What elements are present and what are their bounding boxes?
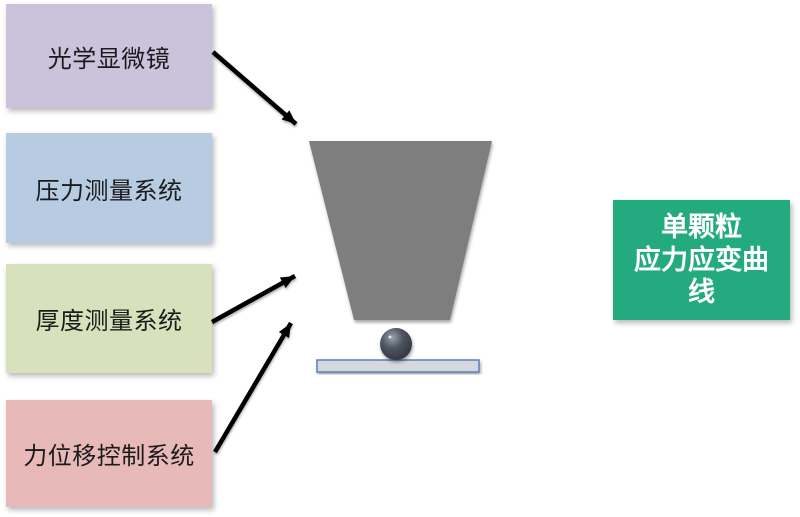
input-box-label: 光学显微镜 xyxy=(47,45,171,73)
input-box-thickness-measurement: 厚度测量系统 xyxy=(6,264,212,373)
arrow-optical-to-indenter xyxy=(211,50,298,126)
indenter-trapezoid xyxy=(309,141,492,320)
output-box-label-line: 应力应变曲 xyxy=(634,244,769,275)
arrow-force-displacement-to-indenter xyxy=(213,321,293,454)
output-box-label-line: 单颗粒 xyxy=(661,211,742,242)
input-box-label: 厚度测量系统 xyxy=(35,308,183,335)
output-box-label-line: 线 xyxy=(688,277,715,308)
input-box-label: 压力测量系统 xyxy=(35,177,183,205)
particle-highlight xyxy=(388,335,392,339)
arrow-thickness-to-indenter xyxy=(210,274,297,324)
sample-platform xyxy=(316,359,480,373)
input-box-pressure-measurement: 压力测量系统 xyxy=(6,133,212,243)
input-box-optical-microscope: 光学显微镜 xyxy=(6,4,212,108)
particle-sphere xyxy=(380,328,412,360)
input-box-force-displacement-control: 力位移控制系统 xyxy=(6,400,212,507)
input-box-label: 力位移控制系统 xyxy=(23,443,195,470)
output-box-stress-strain-curve: 单颗粒 应力应变曲 线 xyxy=(613,200,790,320)
